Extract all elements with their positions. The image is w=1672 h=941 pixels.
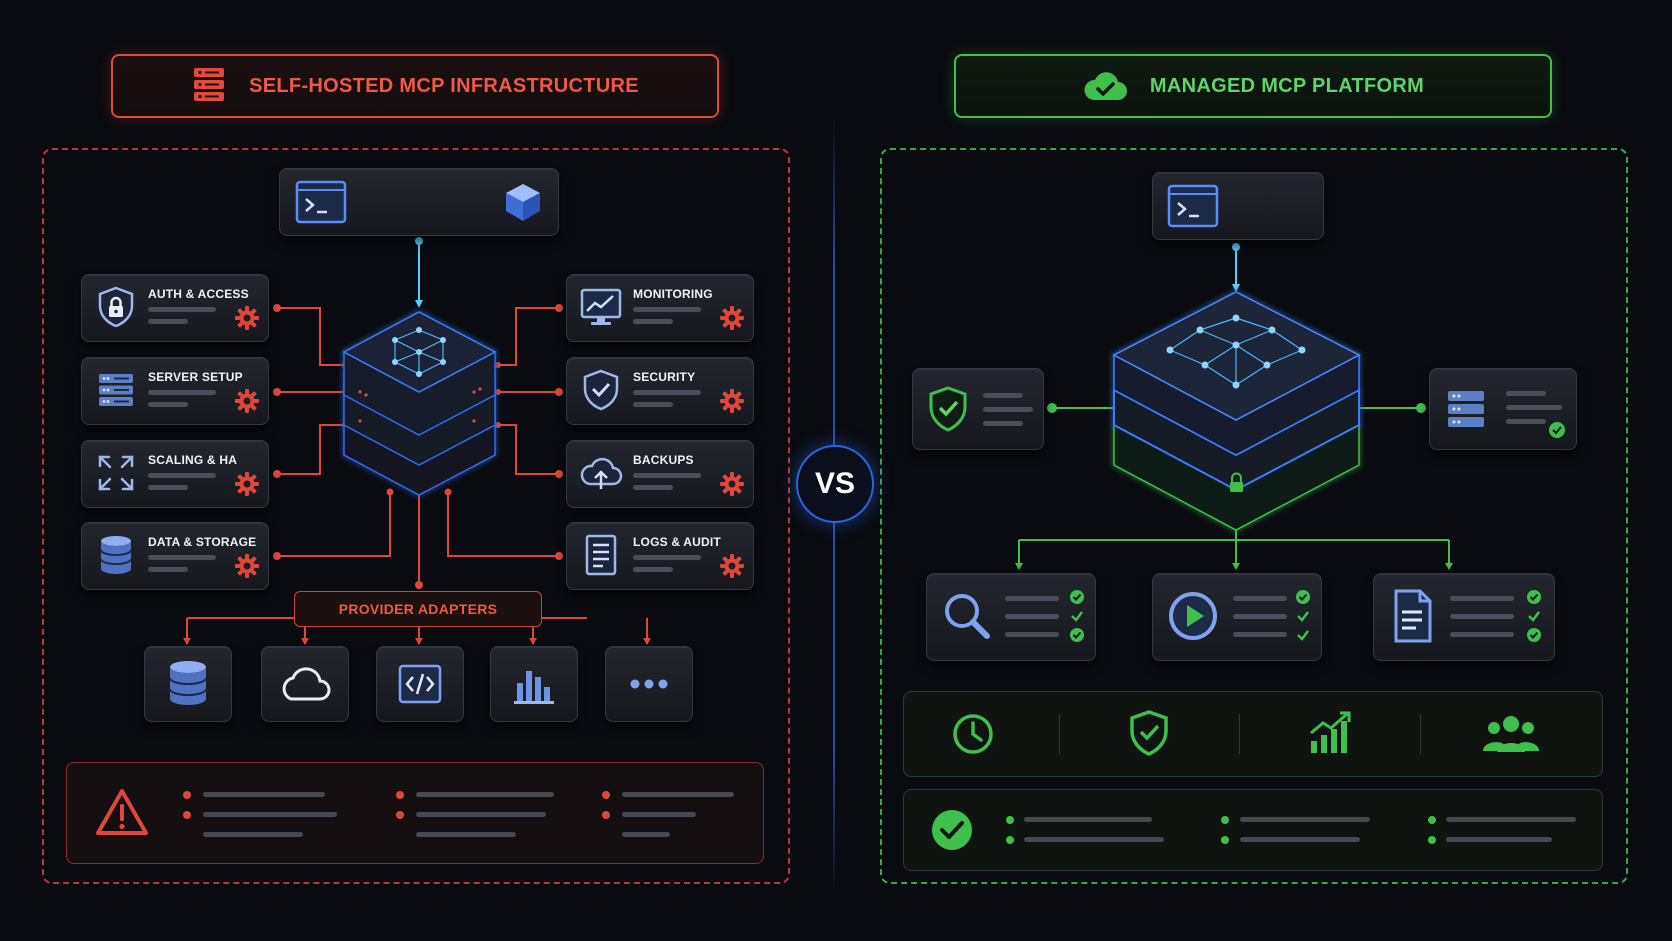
gear-icon bbox=[235, 389, 259, 413]
backups-card: BACKUPS bbox=[566, 440, 754, 508]
auth-access-card: AUTH & ACCESS bbox=[81, 274, 269, 342]
gear-icon bbox=[720, 554, 744, 578]
check-icon bbox=[1528, 611, 1540, 622]
document-icon bbox=[585, 534, 617, 576]
security-label: SECURITY bbox=[633, 370, 696, 384]
check-badge-icon bbox=[1549, 422, 1565, 438]
self-hosted-header: SELF-HOSTED MCP INFRASTRUCTURE bbox=[111, 54, 719, 118]
database-icon bbox=[169, 661, 207, 705]
monitoring-label: MONITORING bbox=[633, 287, 713, 301]
check-badge-icon bbox=[1527, 628, 1541, 642]
bar-chart-icon bbox=[514, 671, 554, 704]
managed-title: MANAGED MCP PLATFORM bbox=[1149, 74, 1425, 97]
adapter-analytics bbox=[490, 646, 578, 722]
managed-panel bbox=[880, 148, 1628, 884]
provider-adapters-label: PROVIDER ADAPTERS bbox=[294, 591, 542, 627]
auth-access-label: AUTH & ACCESS bbox=[148, 287, 249, 301]
gear-icon bbox=[720, 306, 744, 330]
managed-header: MANAGED MCP PLATFORM bbox=[954, 54, 1552, 118]
check-badge-icon bbox=[1070, 590, 1084, 604]
data-storage-card: DATA & STORAGE bbox=[81, 522, 269, 590]
expand-arrows-icon bbox=[98, 455, 134, 491]
team-icon bbox=[1483, 716, 1539, 752]
managed-run-card bbox=[1152, 573, 1322, 661]
shield-check-icon bbox=[929, 386, 967, 432]
risk-summary-box bbox=[66, 762, 764, 864]
gear-icon bbox=[235, 306, 259, 330]
growth-chart-icon bbox=[1310, 711, 1351, 753]
scaling-ha-card: SCALING & HA bbox=[81, 440, 269, 508]
adapter-database bbox=[144, 646, 232, 722]
success-summary-box bbox=[903, 789, 1603, 871]
check-circle-icon bbox=[932, 810, 972, 850]
adapter-code bbox=[376, 646, 464, 722]
search-icon bbox=[945, 594, 990, 639]
server-setup-label: SERVER SETUP bbox=[148, 370, 243, 384]
cloud-check-icon bbox=[1084, 72, 1127, 100]
database-icon bbox=[100, 536, 132, 574]
security-card: SECURITY bbox=[566, 357, 754, 425]
data-storage-label: DATA & STORAGE bbox=[148, 535, 257, 549]
managed-servers-card bbox=[1429, 368, 1577, 450]
play-icon bbox=[1169, 592, 1217, 640]
server-rack-icon bbox=[99, 374, 133, 406]
self-hosted-panel bbox=[42, 148, 790, 884]
warning-triangle-icon bbox=[96, 789, 148, 835]
adapter-cloud bbox=[261, 646, 349, 722]
server-setup-card: SERVER SETUP bbox=[81, 357, 269, 425]
logs-audit-label: LOGS & AUDIT bbox=[633, 535, 721, 549]
lock-shield-icon bbox=[98, 286, 134, 328]
gear-icon bbox=[235, 472, 259, 496]
shield-check-icon bbox=[1130, 710, 1168, 756]
cloud-icon bbox=[282, 667, 331, 701]
document-icon bbox=[1394, 589, 1432, 643]
backups-label: BACKUPS bbox=[633, 453, 694, 467]
code-icon bbox=[398, 664, 442, 704]
gear-icon bbox=[720, 389, 744, 413]
monitor-chart-icon bbox=[580, 288, 622, 325]
check-icon bbox=[1297, 630, 1309, 641]
vs-badge: VS bbox=[796, 445, 874, 523]
managed-security-card bbox=[912, 368, 1044, 450]
logs-audit-card: LOGS & AUDIT bbox=[566, 522, 754, 590]
cloud-upload-icon bbox=[580, 457, 623, 489]
clock-icon bbox=[953, 714, 993, 754]
scaling-ha-label: SCALING & HA bbox=[148, 453, 238, 467]
terminal-icon bbox=[295, 180, 347, 224]
gear-icon bbox=[720, 472, 744, 496]
managed-client-terminal-box bbox=[1152, 172, 1324, 240]
check-icon bbox=[1071, 611, 1083, 622]
client-terminal-box bbox=[279, 168, 559, 236]
gear-icon bbox=[235, 554, 259, 578]
managed-docs-card bbox=[1373, 573, 1555, 661]
check-badge-icon bbox=[1070, 628, 1084, 642]
adapter-more bbox=[605, 646, 693, 722]
check-badge-icon bbox=[1527, 590, 1541, 604]
check-icon bbox=[1297, 611, 1309, 622]
more-icon bbox=[630, 679, 668, 689]
monitoring-card: MONITORING bbox=[566, 274, 754, 342]
terminal-icon bbox=[1167, 184, 1219, 228]
server-rack-icon bbox=[1448, 391, 1484, 427]
managed-search-card bbox=[926, 573, 1096, 661]
shield-check-icon bbox=[583, 369, 619, 411]
cube-icon bbox=[506, 184, 540, 221]
server-stack-icon bbox=[194, 68, 225, 101]
self-hosted-title: SELF-HOSTED MCP INFRASTRUCTURE bbox=[249, 74, 639, 97]
check-badge-icon bbox=[1296, 590, 1310, 604]
benefits-strip bbox=[903, 691, 1603, 777]
